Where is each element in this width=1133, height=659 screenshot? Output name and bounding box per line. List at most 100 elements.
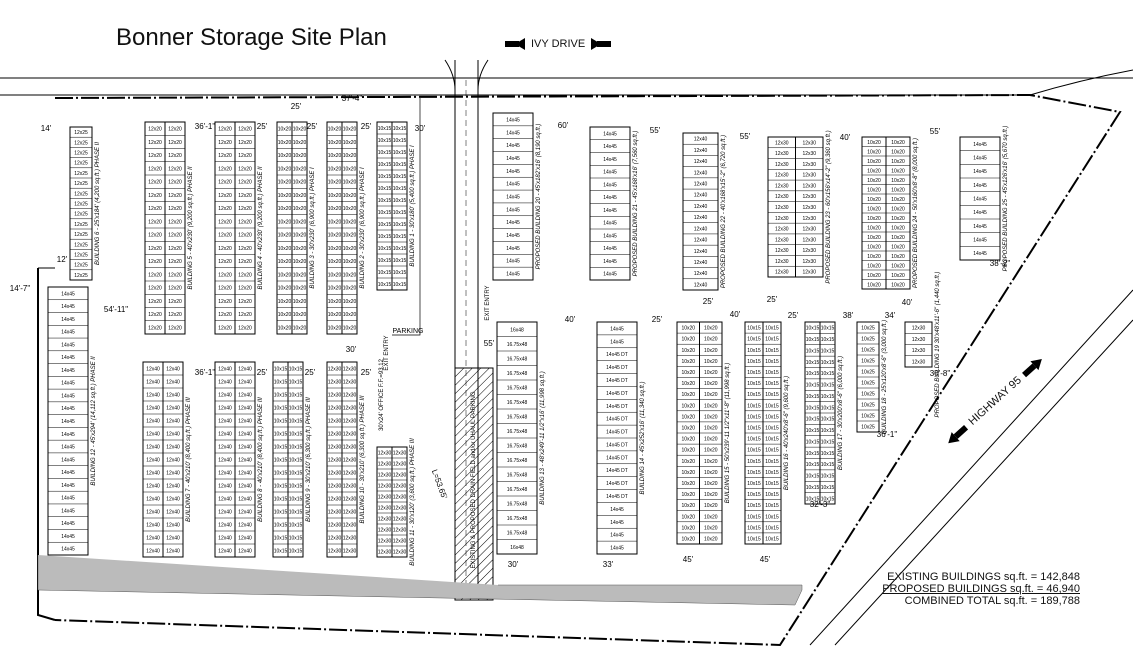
unit-label: 12x30: [802, 216, 816, 222]
unit-label: 12x40: [218, 393, 232, 399]
unit-label: 14x45: [506, 169, 520, 175]
combined-total: COMBINED TOTAL sq.ft. = 189,788: [904, 595, 1080, 607]
unit-label: 10x15: [747, 414, 761, 420]
unit-label: 10x15: [378, 126, 392, 132]
unit-label: 10x20: [343, 272, 357, 278]
unit-label: 10x15: [765, 448, 779, 454]
unit-label: 10x15: [765, 381, 779, 387]
unit-label: 12x30: [343, 549, 357, 555]
unit-label: 12x40: [146, 380, 160, 386]
unit-label: 12x40: [238, 510, 252, 516]
unit-label: 10x15: [393, 258, 407, 264]
dimension-label: 36'-1": [877, 430, 898, 439]
unit-label: 14x45: [603, 259, 617, 265]
unit-label: 10x20: [891, 149, 905, 155]
dimension-label: 25': [788, 311, 799, 320]
unit-label: 12x20: [148, 272, 162, 278]
unit-label: 12x30: [343, 406, 357, 412]
unit-label: 10x20: [293, 312, 307, 318]
unit-label: 12x40: [146, 419, 160, 425]
unit-label: 12x30: [775, 205, 789, 211]
unit-label: 12x40: [166, 484, 180, 490]
unit-label: 12x40: [218, 432, 232, 438]
unit-label: 12x25: [74, 191, 88, 197]
unit-label: 12x25: [74, 181, 88, 187]
dimension-label: 36'-1": [195, 122, 216, 131]
unit-label: 10x20: [891, 216, 905, 222]
unit-label: 10x20: [328, 140, 342, 146]
unit-label: 10x20: [704, 403, 718, 409]
unit-label: 10x20: [681, 348, 695, 354]
unit-label: 12x40: [146, 432, 160, 438]
unit-label: 10x15: [765, 403, 779, 409]
parking-label: PARKING: [393, 328, 424, 335]
unit-label: 14x45: [61, 330, 75, 336]
unit-label: 10x20: [343, 246, 357, 252]
unit-label: 12x30: [912, 348, 926, 354]
unit-label: 10x20: [704, 326, 718, 332]
unit-label: 10x15: [765, 503, 779, 509]
unit-label: 12x30: [328, 471, 342, 477]
unit-label: 12x30: [328, 419, 342, 425]
unit-label: 10x25: [861, 348, 875, 354]
unit-label: 12x30: [393, 495, 407, 501]
unit-label: 12x20: [238, 219, 252, 225]
unit-label: 12x40: [694, 137, 708, 143]
unit-label: 14x45: [603, 157, 617, 163]
unit-label: 10x15: [821, 485, 835, 491]
unit-label: 10x15: [747, 481, 761, 487]
unit-label: 10x15: [274, 536, 288, 542]
unit-label: 10x20: [293, 272, 307, 278]
unit-label: 12x20: [168, 219, 182, 225]
unit-label: 12x20: [218, 127, 232, 133]
unit-label: 12x20: [238, 299, 252, 305]
unit-label: 10x15: [747, 337, 761, 343]
unit-label: 10x15: [821, 439, 835, 445]
unit-label: 14x45: [61, 419, 75, 425]
unit-label: 10x20: [891, 168, 905, 174]
unit-label: 12x20: [218, 259, 232, 265]
unit-label: 12x20: [238, 272, 252, 278]
dimension-label: 55': [930, 127, 941, 136]
unit-label: 10x20: [278, 180, 292, 186]
unit-label: 12x20: [168, 246, 182, 252]
unit-label: 12x30: [802, 237, 816, 243]
unit-label: 10x15: [806, 360, 820, 366]
building-label: BUILDING 6 - 25'x184' (4,200 sq.ft.) PHA…: [95, 142, 101, 265]
unit-label: 12x20: [238, 153, 252, 159]
unit-label: 10x15: [765, 337, 779, 343]
unit-label: 12x30: [775, 216, 789, 222]
dimension-label: 54'-11": [104, 305, 128, 314]
unit-label: 12x25: [74, 253, 88, 259]
unit-label: 14x45: [61, 508, 75, 514]
unit-label: 14x45: [61, 432, 75, 438]
dimension-label: 55': [740, 132, 751, 141]
unit-label: 10x15: [806, 439, 820, 445]
unit-label: 12x40: [166, 432, 180, 438]
unit-label: 10x20: [343, 140, 357, 146]
building-label: BUILDING 15 - 50'x239'-11 1/2"x11'-8" (1…: [725, 363, 731, 503]
unit-label: 10x20: [704, 481, 718, 487]
unit-label: 10x15: [806, 383, 820, 389]
unit-label: 10x20: [278, 140, 292, 146]
unit-label: 10x15: [289, 445, 303, 451]
unit-label: 10x20: [278, 246, 292, 252]
unit-label: 12x30: [343, 367, 357, 373]
unit-label: 16.75x48: [507, 501, 528, 507]
unit-label: 14x45: [610, 520, 624, 526]
building-label: BUILDING 5 - 40'x230' (9,200 sq.ft.) PHA…: [188, 166, 194, 289]
unit-label: 12x30: [802, 205, 816, 211]
unit-label: 10x15: [765, 437, 779, 443]
building-label: BUILDING 18 - 25'x120'x8'-6" (3,000 sq.f…: [882, 320, 888, 434]
unit-label: 12x30: [328, 549, 342, 555]
unit-label: 10x15: [821, 337, 835, 343]
unit-label: 10x20: [867, 140, 881, 146]
unit-label: 12x20: [168, 312, 182, 318]
arrow-left-icon: [515, 38, 525, 50]
unit-label: 10x15: [747, 459, 761, 465]
unit-label: 10x15: [806, 462, 820, 468]
